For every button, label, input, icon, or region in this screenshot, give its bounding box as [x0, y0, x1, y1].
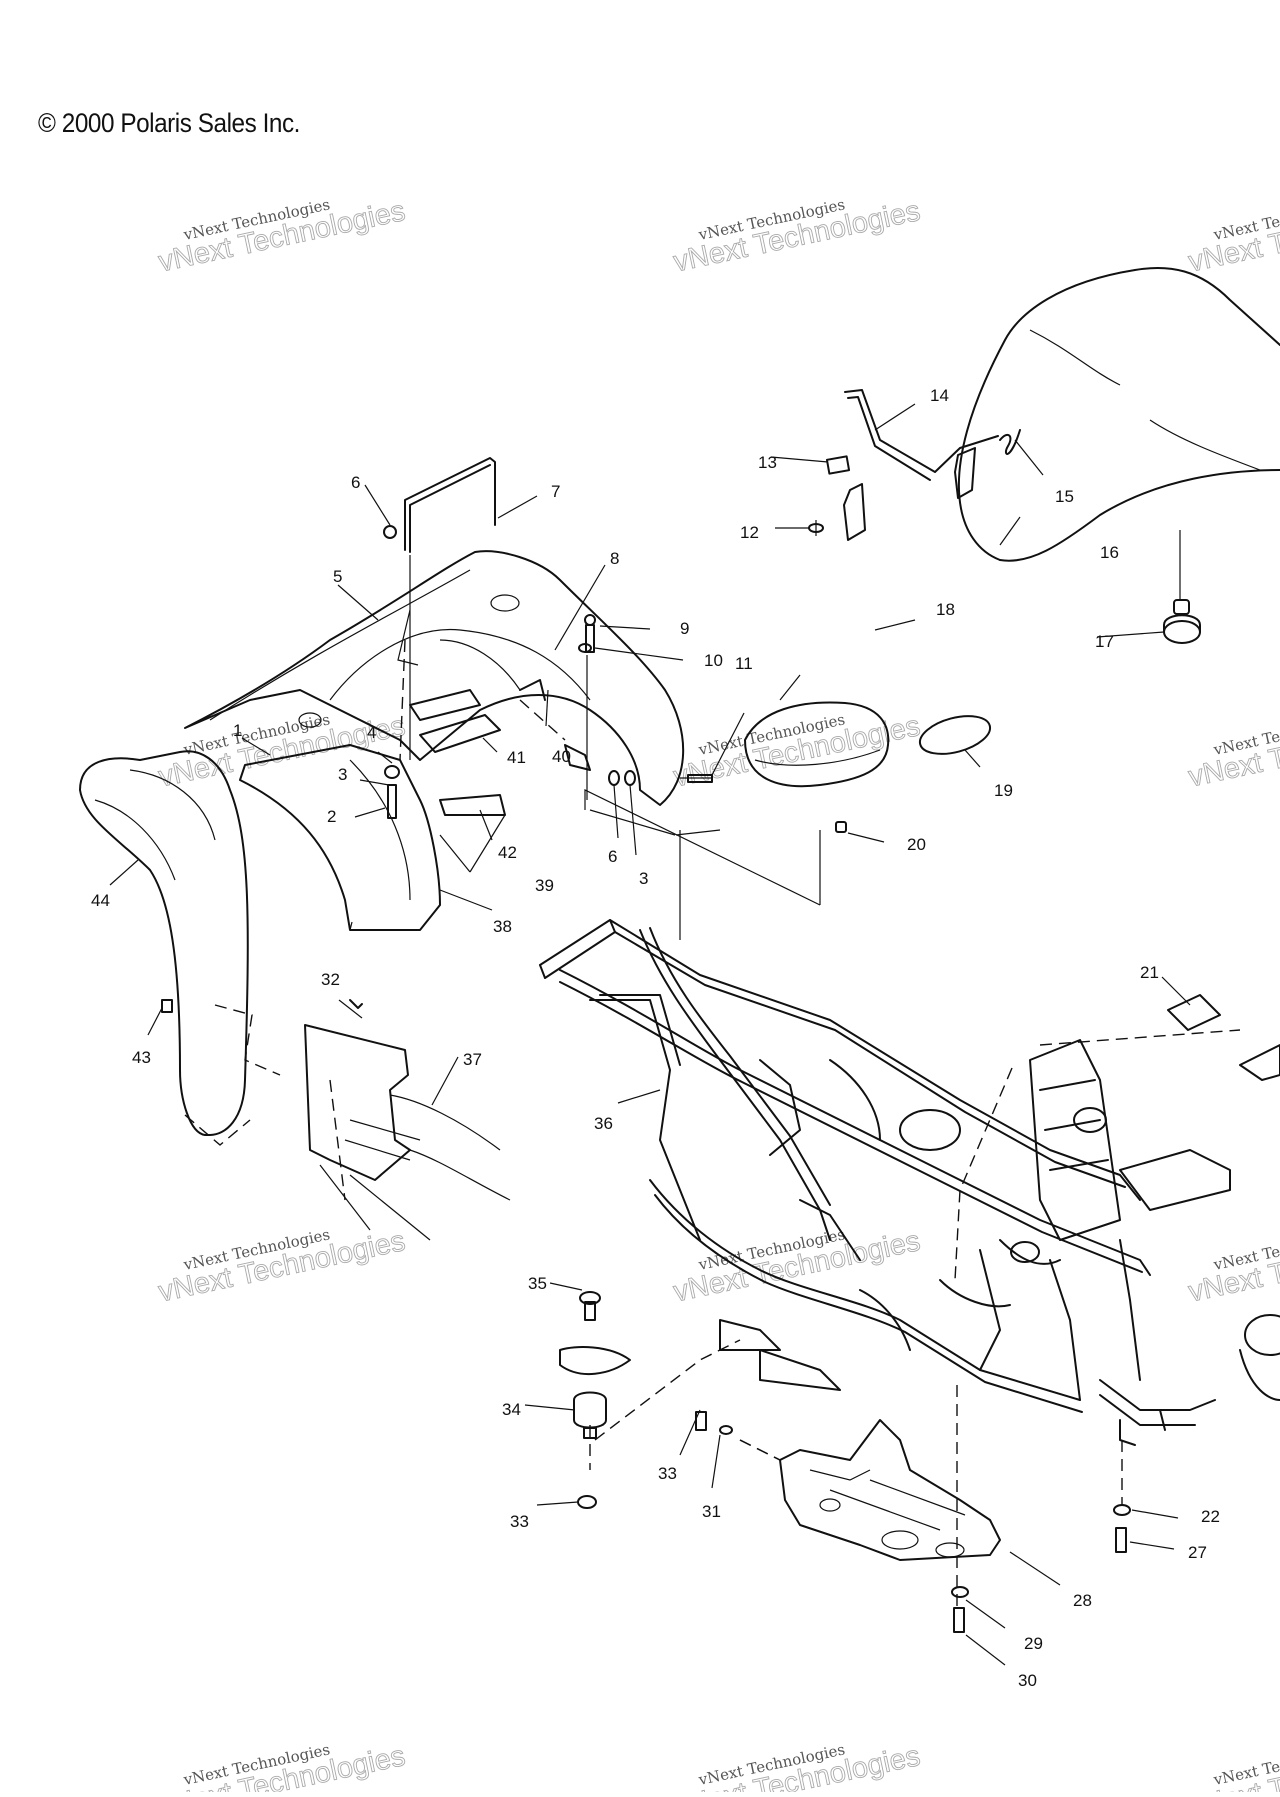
callout-label: 15: [1055, 487, 1074, 506]
watermark: vNext Technologies vNext Technologies: [155, 195, 408, 279]
callout-label: 38: [493, 917, 512, 936]
grab-handle-part: [383, 457, 496, 553]
rear-fender-part: [184, 550, 685, 806]
callout-label: 7: [551, 482, 560, 501]
callout-label: 29: [1024, 1634, 1043, 1653]
watermark-text: vNext Technologies: [1186, 710, 1280, 793]
seat-latch-part: [808, 389, 1021, 541]
copyright-notice: © 2000 Polaris Sales Inc.: [38, 108, 300, 138]
inner-fender-part: [239, 744, 441, 931]
callout-label: 10: [704, 651, 723, 670]
watermark: vNext Technologies vNext Technologies: [670, 195, 923, 279]
callout-label: 13: [758, 453, 777, 472]
callout-label: 41: [507, 748, 526, 767]
callout-label: 6: [351, 473, 360, 492]
leader-lines: [109, 403, 1191, 1666]
watermark-text: vNext Technologies: [156, 1740, 408, 1792]
engine-mount-part: [559, 1291, 1131, 1633]
callout-label: 11: [735, 654, 753, 673]
floorboard-part: [304, 999, 511, 1241]
callout-label: 28: [1073, 1591, 1092, 1610]
callout-label: 14: [930, 386, 949, 405]
callout-label: 20: [907, 835, 926, 854]
callout-label: 27: [1188, 1543, 1207, 1562]
assembly-lines: [584, 789, 821, 940]
callout-label: 34: [502, 1400, 521, 1419]
callout-label: 4: [367, 723, 376, 742]
watermark-text: vNext Technologies: [671, 1740, 923, 1792]
callout-label: 37: [463, 1050, 482, 1069]
callout-label: 35: [528, 1274, 547, 1293]
callout-label: 21: [1140, 963, 1159, 982]
callout-label: 5: [333, 567, 342, 586]
watermark: vNext Technologies vNext Technologies: [155, 1225, 408, 1309]
callout-label: 36: [594, 1114, 613, 1133]
callout-label: 44: [91, 891, 110, 910]
watermark-text: vNext Technologies: [1186, 1225, 1280, 1308]
footwell-part: [79, 750, 281, 1146]
bracket-22-part: [954, 994, 1280, 1281]
callout-label: 42: [498, 843, 517, 862]
callout-label: 33: [510, 1512, 529, 1531]
callout-label: 3: [338, 765, 347, 784]
callout-labels: 1 2 3 3 4 5 6 6 7 8 9 10 11 12 13 14 15 …: [91, 386, 1220, 1690]
callout-label: 40: [552, 747, 571, 766]
callout-label: 2: [327, 807, 336, 826]
watermark: vNext Technologies vNext Technologies: [1185, 195, 1280, 279]
watermark: vNext Technologies vNext Technologies: [155, 1740, 408, 1797]
callout-label: 39: [535, 876, 554, 895]
watermark: vNext Technologies vNext Technologies: [1185, 1740, 1280, 1797]
callout-label: 19: [994, 781, 1013, 800]
callout-label: 3: [639, 869, 648, 888]
frame-part: [539, 919, 1280, 1446]
callout-label: 43: [132, 1048, 151, 1067]
watermark: vNext Technologies vNext Technologies: [1185, 1225, 1280, 1309]
callout-label: 16: [1100, 543, 1119, 562]
callout-label: 22: [1201, 1507, 1220, 1526]
callout-label: 18: [936, 600, 955, 619]
watermark: vNext Technologies vNext Technologies: [1185, 710, 1280, 794]
callout-label: 1: [233, 721, 242, 740]
watermark-text: vNext Technologies: [1186, 195, 1280, 278]
callout-label: 33: [658, 1464, 677, 1483]
storage-lid-part: [744, 701, 992, 833]
watermark: vNext Technologies vNext Technologies: [155, 710, 408, 794]
callout-label: 12: [740, 523, 759, 542]
callout-label: 30: [1018, 1671, 1037, 1690]
callout-label: 9: [680, 619, 689, 638]
callout-label: 32: [321, 970, 340, 989]
watermark: vNext Technologies vNext Technologies: [670, 1740, 923, 1797]
callout-label: 31: [702, 1502, 721, 1521]
skid-plate-part: [739, 1385, 1001, 1610]
callout-label: 6: [608, 847, 617, 866]
seat-part: [957, 266, 1280, 562]
seat-bumper-part: [1163, 530, 1201, 644]
fender-brackets-part: [409, 679, 591, 816]
callout-label: 8: [610, 549, 619, 568]
watermark: vNext Technologies vNext Technologies: [670, 710, 923, 794]
callout-label: 17: [1095, 632, 1114, 651]
